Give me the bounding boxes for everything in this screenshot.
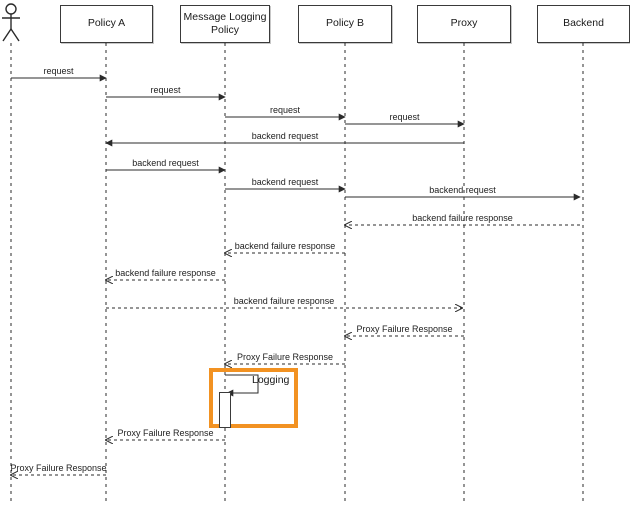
message-label-m6: backend request (132, 158, 199, 168)
participant-box-mlp[interactable]: Message Logging Policy (180, 5, 270, 43)
message-label-m4: request (389, 112, 420, 122)
participant-label-policy_b: Policy B (326, 17, 364, 30)
self-call-loop-logging (225, 374, 259, 397)
message-label-m1: request (43, 66, 74, 76)
participant-label-proxy: Proxy (450, 17, 478, 30)
participant-box-backend[interactable]: Backend (537, 5, 630, 43)
message-label-m3: request (269, 105, 301, 115)
message-label-m15: Proxy Failure Response (117, 428, 214, 438)
message-label-m14: Proxy Failure Response (236, 352, 334, 362)
message-label-m5: backend request (251, 131, 319, 141)
logging-activation-bar (219, 392, 231, 428)
message-label-m12: backend failure response (233, 296, 335, 306)
message-label-m16: Proxy Failure Response (10, 463, 107, 473)
message-label-m9: backend failure response (412, 213, 513, 223)
message-label-m10: backend failure response (234, 241, 336, 251)
participant-box-proxy[interactable]: Proxy (417, 5, 511, 43)
participant-box-policy_a[interactable]: Policy A (60, 5, 153, 43)
actor-icon (2, 3, 20, 42)
participant-label-backend: Backend (563, 17, 604, 30)
self-call-label: Logging (252, 374, 290, 386)
message-label-m13: Proxy Failure Response (356, 324, 453, 334)
message-label-m8: backend request (429, 185, 496, 195)
self-call-layer (225, 374, 259, 397)
logging-highlight-box[interactable] (209, 368, 298, 428)
participant-label-policy_a: Policy A (87, 17, 126, 30)
message-label-m2: request (150, 85, 181, 95)
message-label-m7: backend request (251, 177, 319, 187)
messages-layer (11, 74, 581, 475)
message-label-m11: backend failure response (115, 268, 216, 278)
participant-box-policy_b[interactable]: Policy B (298, 5, 392, 43)
participant-label-mlp: Message Logging Policy (183, 10, 267, 36)
